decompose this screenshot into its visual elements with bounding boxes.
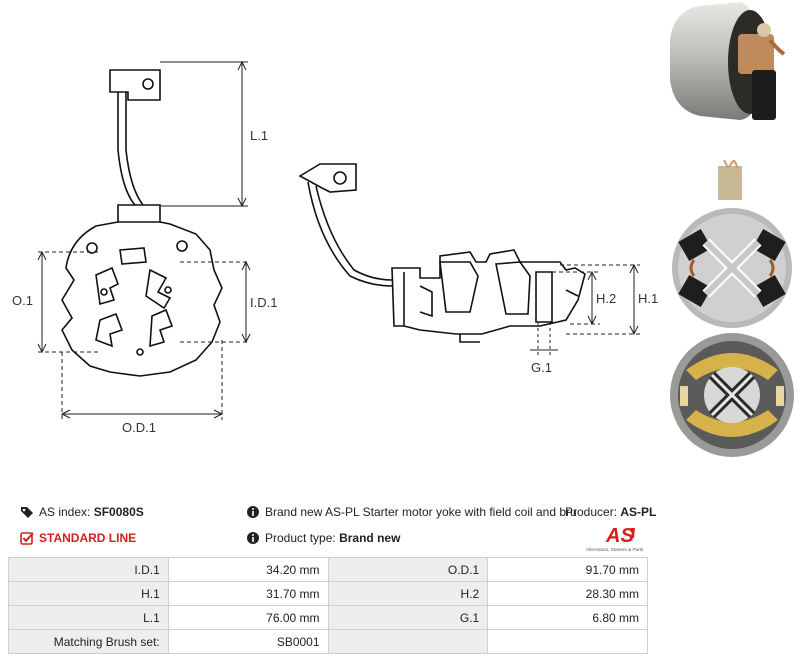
standard-line-label: STANDARD LINE [39,531,137,545]
svg-text:AS: AS [605,525,634,547]
spec-label: H.2 [327,581,489,606]
dim-label-l1: L.1 [250,128,268,143]
dim-label-o1: O.1 [12,293,33,308]
dim-label-h2: H.2 [596,291,616,306]
producer-row: Producer: AS-PL [565,505,656,519]
as-pl-logo: AS Alternators, Starters & Parts [586,525,644,552]
description-text: Brand new AS-PL Starter motor yoke with … [265,505,577,519]
standard-line-row: STANDARD LINE [20,531,136,545]
spec-label: L.1 [8,605,169,630]
producer-value: AS-PL [620,505,657,519]
tag-icon [21,507,33,518]
table-row: H.1 31.70 mm H.2 28.30 mm [8,581,648,606]
checkbox-checked-icon [20,532,34,545]
spec-label: I.D.1 [8,557,169,582]
spec-value: 34.20 mm [167,557,329,582]
spec-label: H.1 [8,581,169,606]
dim-label-g1: G.1 [531,360,552,375]
table-row: Matching Brush set: SB0001 [8,629,648,654]
product-type-value: Brand new [339,531,401,545]
as-index-row: AS index: SF0080S [20,505,144,519]
dim-label-id1: I.D.1 [250,295,277,310]
spec-value: 31.70 mm [167,581,329,606]
spec-label: Matching Brush set: [8,629,169,654]
technical-drawing: L.1 O.1 I.D.1 O.D.1 H.2 H.1 G.1 [12,60,658,435]
info-icon [247,506,259,518]
dim-label-h1: H.1 [638,291,658,306]
producer-label: Producer: [565,505,618,519]
specs-table: I.D.1 34.20 mm O.D.1 91.70 mm H.1 31.70 … [8,557,648,654]
product-type-label: Product type: [265,531,336,545]
product-type-row: Product type: Brand new [246,531,400,545]
dim-label-od1: O.D.1 [122,420,156,435]
field-coil-photo [664,330,800,460]
svg-text:Alternators, Starters & Parts: Alternators, Starters & Parts [586,547,644,552]
matching-brush-set-link[interactable]: SB0001 [167,629,329,654]
spec-value: 28.30 mm [487,581,648,606]
brush-holder-top-photo [664,160,800,328]
spec-value: 6.80 mm [487,605,648,630]
spec-value [487,629,648,654]
description-row: Brand new AS-PL Starter motor yoke with … [246,505,577,519]
table-row: I.D.1 34.20 mm O.D.1 91.70 mm [8,557,648,582]
spec-label: O.D.1 [327,557,489,582]
spec-label: G.1 [327,605,489,630]
spec-label [327,629,489,654]
spec-value: 76.00 mm [167,605,329,630]
as-index-value: SF0080S [93,505,144,519]
as-index-label: AS index: [39,505,91,519]
spec-value: 91.70 mm [487,557,648,582]
motor-yoke-side-photo [660,0,800,160]
table-row: L.1 76.00 mm G.1 6.80 mm [8,605,648,630]
info-icon [247,532,259,544]
